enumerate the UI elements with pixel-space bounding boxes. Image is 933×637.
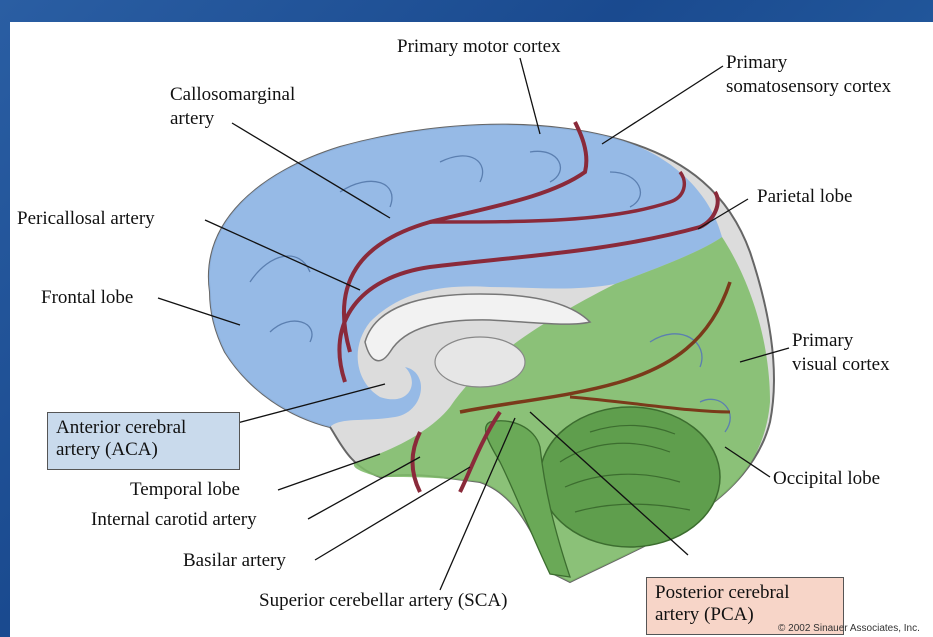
label-basilar-artery: Basilar artery: [183, 550, 286, 572]
label-parietal-lobe: Parietal lobe: [757, 186, 853, 208]
label-superior-cerebellar-artery: Superior cerebellar artery (SCA): [259, 590, 507, 612]
label-primary-somatosensory-cortex-line1: Primary: [726, 52, 787, 74]
label-posterior-cerebral-artery-line1: Posterior cerebral: [655, 582, 835, 604]
label-occipital-lobe: Occipital lobe: [773, 468, 880, 490]
copyright-notice: © 2002 Sinauer Associates, Inc.: [778, 623, 920, 634]
label-callosomarginal-artery-line1: Callosomarginal: [170, 84, 295, 106]
label-callosomarginal-artery-line2: artery: [170, 108, 214, 130]
label-anterior-cerebral-artery-line1: Anterior cerebral: [56, 417, 231, 439]
label-primary-visual-cortex-line1: Primary: [792, 330, 853, 352]
label-primary-visual-cortex-line2: visual cortex: [792, 354, 890, 376]
aca-label-box: Anterior cerebral artery (ACA): [47, 412, 240, 470]
thalamus: [435, 337, 525, 387]
label-internal-carotid-artery: Internal carotid artery: [91, 509, 257, 531]
label-pericallosal-artery: Pericallosal artery: [17, 208, 155, 230]
label-primary-motor-cortex: Primary motor cortex: [397, 36, 561, 58]
figure-panel: Primary motor cortex Primary somatosenso…: [10, 22, 933, 637]
label-temporal-lobe: Temporal lobe: [130, 479, 240, 501]
cerebellum: [540, 407, 720, 547]
label-anterior-cerebral-artery-line2: artery (ACA): [56, 439, 231, 461]
label-primary-somatosensory-cortex-line2: somatosensory cortex: [726, 76, 891, 98]
label-frontal-lobe: Frontal lobe: [41, 287, 133, 309]
